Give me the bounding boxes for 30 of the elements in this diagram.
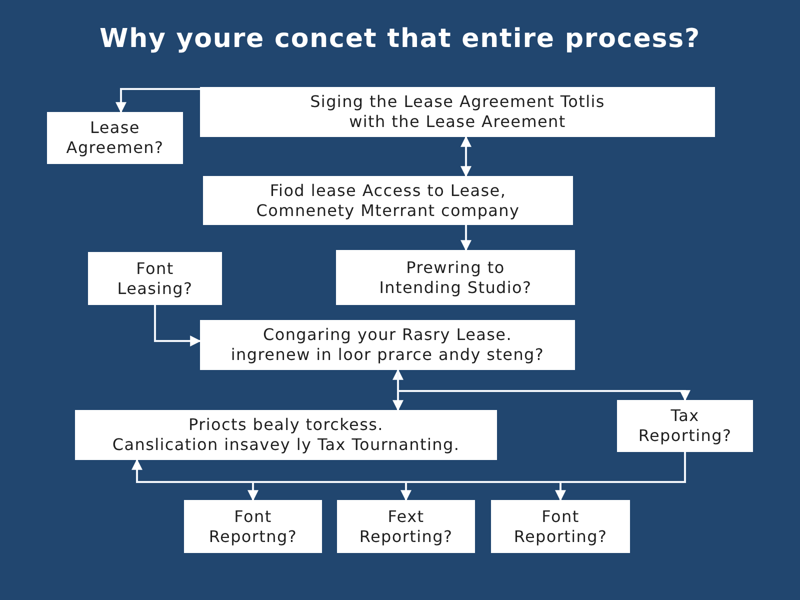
arrow: [154, 305, 202, 346]
box-label: Congaring your Rasry Lease. ingrenew in loor prarce andy steng?: [230, 325, 544, 365]
process-box: [337, 500, 475, 553]
box-label: Fext Reporting?: [359, 506, 453, 546]
box-label: Prewring to Intending Studio?: [379, 258, 532, 298]
process-box: [203, 176, 573, 225]
box-label: Lease Agreemen?: [66, 118, 164, 158]
box-label: Font Reporting?: [514, 506, 608, 546]
box-label: Font Leasing?: [117, 258, 193, 298]
arrow: [460, 225, 472, 252]
double-arrow: [460, 136, 472, 178]
process-box: [88, 252, 222, 305]
process-box: [200, 87, 715, 137]
box-label: Fiod lease Access to Lease, Comnenety Mterrant company: [256, 180, 520, 220]
arrow: [555, 452, 686, 502]
box-label: Tax Reporting?: [638, 406, 732, 446]
process-box: [184, 500, 322, 553]
box-label: Siging the Lease Agreement Totlis with the Lease Areement: [310, 92, 605, 132]
process-box: [617, 400, 753, 452]
process-box: [47, 112, 183, 164]
box-label: Font Reportng?: [208, 506, 298, 546]
title: Why youre concet that entire process?: [98, 24, 702, 54]
double-arrow: [392, 368, 404, 412]
process-box: [491, 500, 630, 553]
process-box: [200, 320, 575, 370]
box-label: Priocts bealy torckess. Canslication insavey ly Tax Tournanting.: [112, 415, 460, 455]
arrow: [397, 370, 690, 402]
arrow: [116, 88, 200, 114]
process-box: [336, 250, 575, 305]
process-box: [75, 410, 497, 460]
